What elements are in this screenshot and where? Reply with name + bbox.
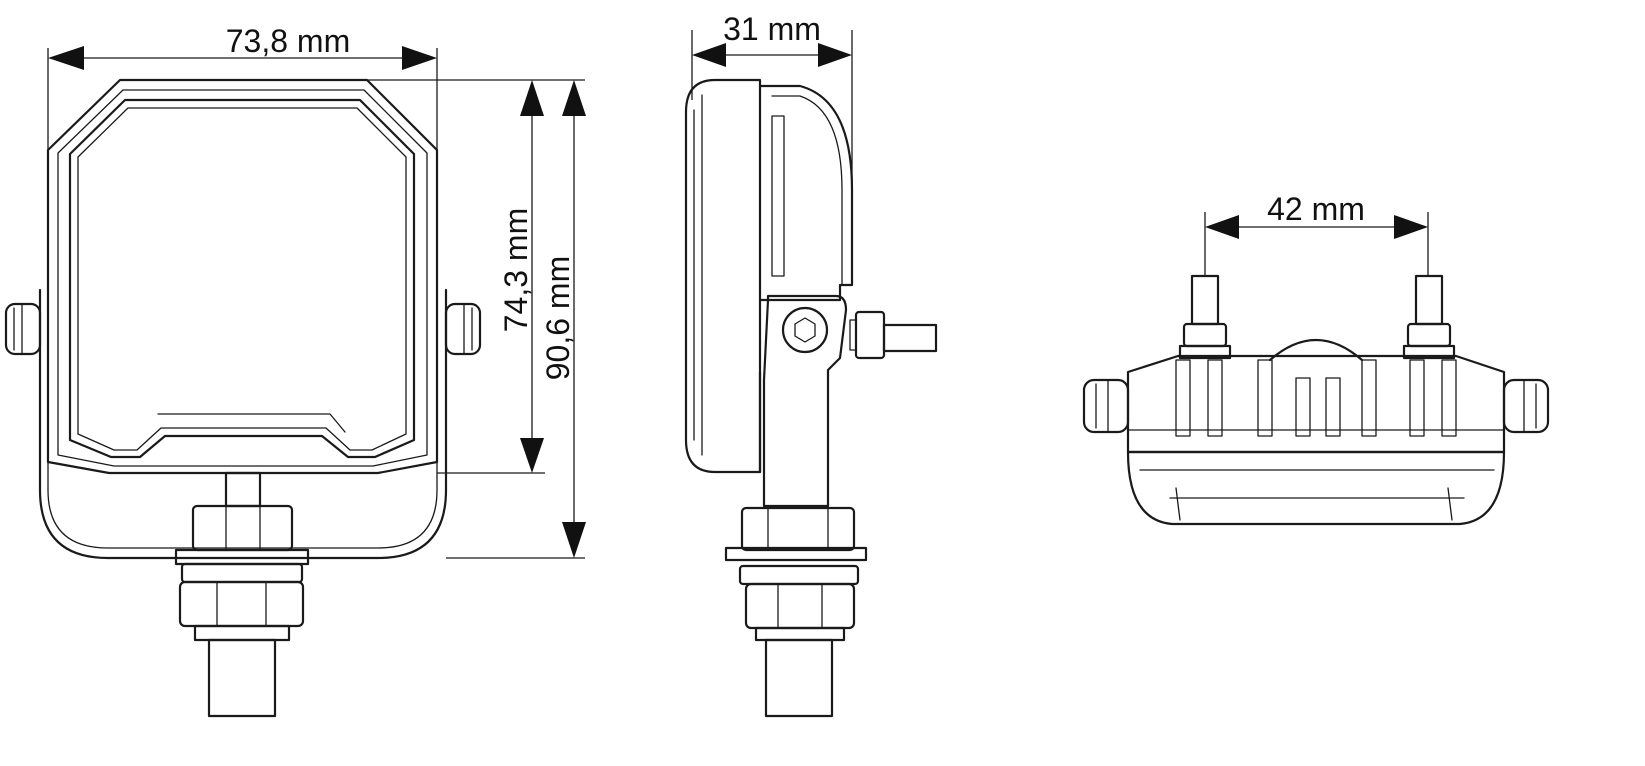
front-housing-outline [46, 78, 439, 475]
lens-height-dimension-label: 74,3 mm [498, 208, 534, 332]
total-height-dimension-label: 90,6 mm [540, 256, 576, 380]
arrow-down [520, 438, 544, 473]
dimension-depth: 31 mm [691, 11, 853, 190]
top-right-knob [1502, 378, 1550, 434]
front-bracket [38, 288, 448, 560]
rear-nut [854, 310, 886, 360]
side-lower-nut [744, 582, 856, 630]
front-view [4, 78, 482, 718]
side-threaded-bolt [764, 638, 834, 718]
front-stem [224, 471, 262, 508]
dimension-width: 73,8 mm [47, 23, 438, 150]
rear-washer [849, 319, 857, 351]
side-nut-base [754, 626, 846, 642]
dimension-lens-height: 74,3 mm [367, 79, 585, 474]
front-lower-washer [180, 562, 304, 584]
side-bracket-arm [762, 294, 848, 508]
arrow-right [1394, 215, 1428, 239]
top-lens-line-4 [1447, 487, 1453, 521]
left-adjust-knob [4, 302, 42, 356]
dimension-total-height: 90,6 mm [446, 80, 586, 559]
top-dome [1268, 339, 1364, 362]
top-lens-line-3 [1175, 487, 1181, 521]
dimension-bolt-spacing: 42 mm [1204, 191, 1429, 276]
side-upper-nut [740, 506, 856, 552]
top-left-knob [1082, 378, 1130, 434]
right-terminal-nut [1406, 322, 1452, 348]
lens-outline [68, 98, 416, 459]
arrow-right [402, 46, 437, 70]
top-lens-face [1126, 450, 1506, 526]
front-threaded-bolt [207, 638, 277, 718]
arrow-down [562, 522, 586, 558]
side-lower-washer [738, 564, 860, 586]
front-bracket-inner [47, 461, 438, 549]
left-terminal-bolt [1190, 274, 1220, 326]
side-washer [724, 546, 868, 562]
top-body [1126, 354, 1506, 454]
left-terminal-nut [1182, 322, 1228, 348]
hex-socket [794, 317, 816, 343]
rear-threaded-bolt [882, 323, 938, 353]
top-view [1082, 274, 1550, 526]
cooling-fins [1175, 359, 1457, 437]
hex-bolt-head [781, 306, 829, 354]
side-housing-outline [684, 78, 762, 474]
front-upper-nut [191, 504, 294, 552]
front-housing-inner [57, 89, 428, 467]
right-terminal-bolt [1414, 274, 1444, 326]
front-nut-base [193, 624, 291, 642]
bolt-spacing-dimension-label: 42 mm [1267, 191, 1365, 227]
arrow-up [562, 80, 586, 116]
depth-dimension-label: 31 mm [723, 11, 821, 47]
lens-bottom-notch [157, 413, 346, 433]
arrow-left [1205, 215, 1239, 239]
side-body [758, 84, 854, 302]
width-dimension-label: 73,8 mm [226, 23, 350, 59]
arrow-up [520, 80, 544, 116]
right-adjust-knob [444, 302, 482, 356]
side-view [684, 78, 938, 718]
arrow-right [818, 43, 852, 67]
front-lower-nut [178, 580, 305, 628]
side-body-inner [771, 95, 843, 286]
lens-inner-edge [77, 107, 407, 451]
side-body-step [771, 115, 785, 277]
arrow-left [48, 46, 84, 70]
arrow-left [692, 43, 726, 67]
